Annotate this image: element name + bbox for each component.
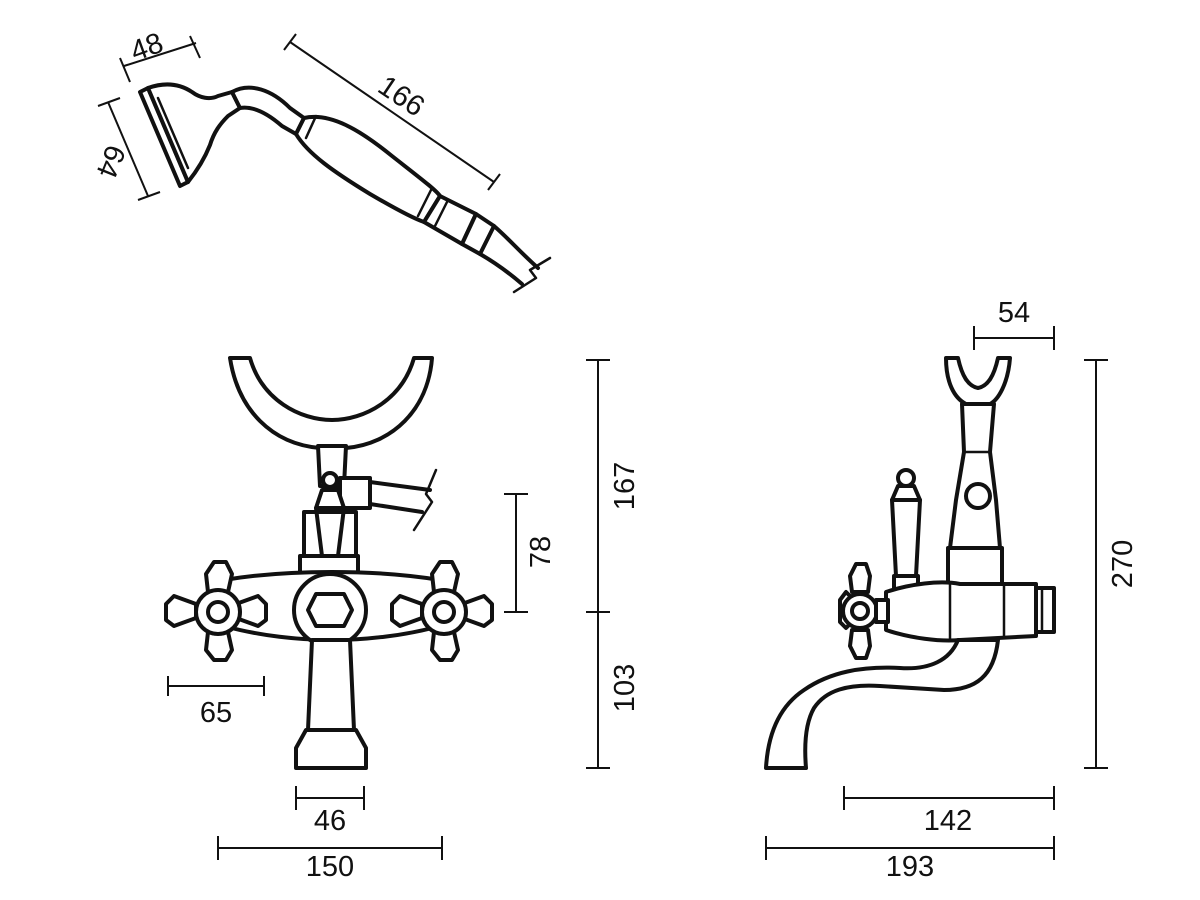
dim-base-width: 46 — [295, 786, 365, 837]
dim-handshower-head-width: 48 — [119, 27, 201, 83]
dim-65-label: 65 — [200, 697, 232, 729]
dim-lever-height: 78 — [504, 493, 557, 613]
dim-cradle-width: 54 — [973, 297, 1055, 350]
dim-54-label: 54 — [998, 297, 1030, 329]
front-view — [164, 356, 494, 770]
dim-142-label: 142 — [924, 805, 972, 837]
dim-270-label: 270 — [1107, 540, 1139, 588]
dim-upper-lower-height: 167 103 — [586, 359, 641, 769]
side-view — [764, 356, 1056, 770]
dim-64-label: 64 — [89, 140, 131, 182]
dim-side-depth: 193 — [765, 836, 1055, 883]
dim-167-label: 167 — [609, 462, 641, 510]
dim-103-label: 103 — [609, 664, 641, 712]
dim-78-label: 78 — [525, 536, 557, 568]
dim-193-label: 193 — [886, 851, 934, 883]
dim-spout-reach: 142 — [843, 786, 1055, 837]
dim-166-label: 166 — [372, 70, 430, 124]
dim-handle-width: 65 — [167, 676, 265, 729]
dim-150-label: 150 — [306, 851, 354, 883]
hand-shower — [138, 82, 552, 294]
dim-front-width: 150 — [217, 836, 443, 883]
dim-total-height: 270 — [1084, 359, 1139, 769]
dim-46-label: 46 — [314, 805, 346, 837]
dim-48-label: 48 — [126, 27, 167, 68]
